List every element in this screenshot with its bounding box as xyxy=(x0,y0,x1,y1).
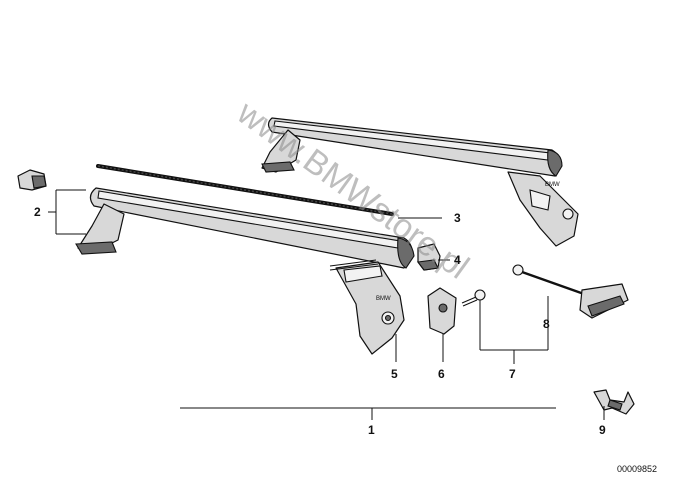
label-9: 9 xyxy=(599,423,606,437)
label-3: 3 xyxy=(454,211,461,225)
end-cap xyxy=(416,243,441,271)
left-end-cap xyxy=(17,169,47,191)
label-5: 5 xyxy=(391,367,398,381)
label-2: 2 xyxy=(34,205,41,219)
label-1: 1 xyxy=(368,423,375,437)
label-7: 7 xyxy=(509,367,516,381)
front-roof-bar xyxy=(75,187,415,269)
label-8: 8 xyxy=(543,317,550,331)
lock-cable xyxy=(512,264,629,319)
rubber-strip xyxy=(96,164,394,216)
label-4: 4 xyxy=(454,253,461,267)
label-6: 6 xyxy=(438,367,445,381)
reference-number: 00009852 xyxy=(617,464,657,474)
screw xyxy=(461,289,486,307)
svg-text:BMW: BMW xyxy=(376,296,391,302)
rear-roof-bar: BMW xyxy=(261,117,579,247)
key xyxy=(593,389,635,415)
svg-text:BMW: BMW xyxy=(545,182,560,188)
callout-lines xyxy=(48,189,605,420)
clamp-bracket xyxy=(427,287,457,335)
foot-assembly: BMW xyxy=(329,259,405,355)
